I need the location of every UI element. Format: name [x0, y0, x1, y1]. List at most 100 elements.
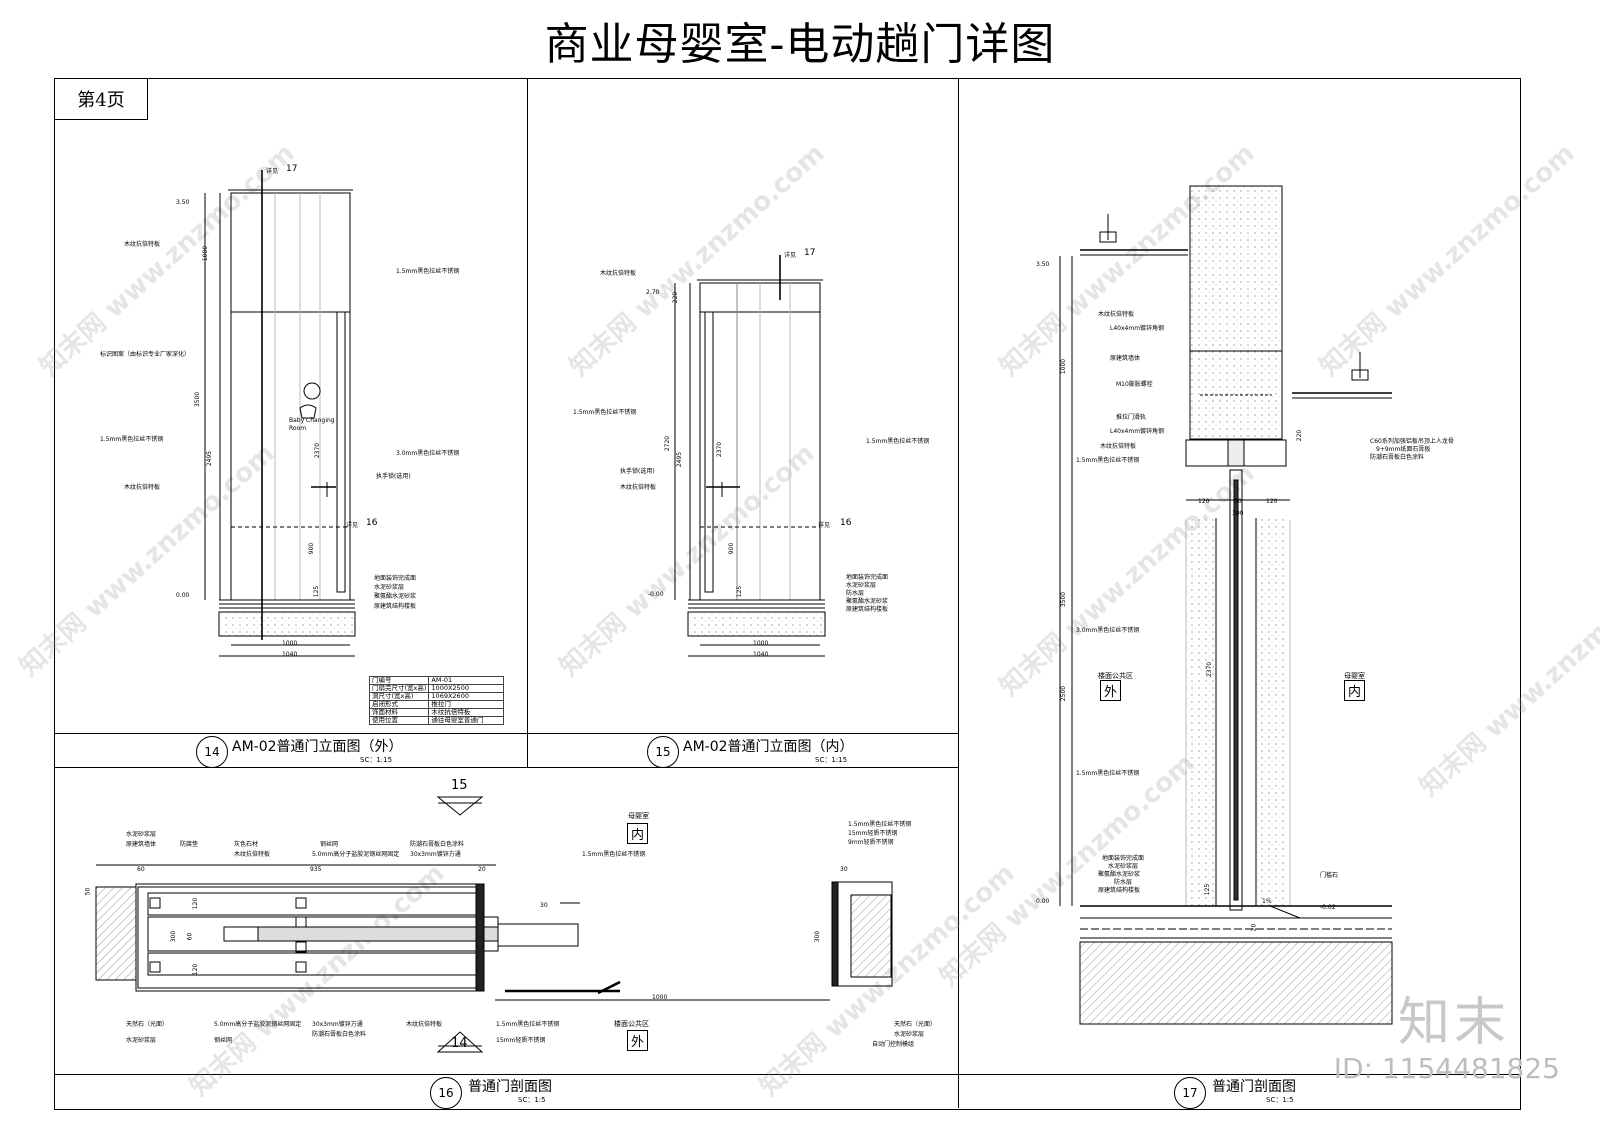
- dim: 220: [672, 291, 680, 304]
- section-zone-label: 母婴室: [1344, 672, 1365, 680]
- dim: 1040: [753, 651, 769, 658]
- section-label: 防潮石膏板白色涂料: [1370, 454, 1425, 461]
- section-zone-label: 楼面公共区: [1098, 672, 1133, 680]
- section-dim: 220: [1296, 429, 1304, 442]
- panel-number-17: 17: [1174, 1077, 1206, 1109]
- panel-scale-16: SC：1:5: [518, 1096, 546, 1104]
- panel-title-16: 普通门剖面图: [468, 1079, 552, 1095]
- section-label: 1.5mm黑色拉丝不锈钢: [1076, 457, 1140, 464]
- dim: 1000: [202, 245, 210, 262]
- elev-in-label: 防水层: [846, 590, 865, 597]
- section-dim: 0.00: [1036, 898, 1050, 905]
- section-dim: 3.50: [1036, 261, 1050, 268]
- plan-dim: 1000: [652, 994, 668, 1001]
- panel-number-15: 15: [647, 736, 679, 768]
- dim: 900: [308, 542, 316, 555]
- section-dim: 300: [1232, 510, 1244, 517]
- section-dim: 120: [1198, 498, 1210, 505]
- panel-number-16: 16: [430, 1077, 462, 1109]
- page-title: 商业母婴室-电动趟门详图: [544, 19, 1056, 70]
- section-label: 木纹抗倍特板: [1098, 311, 1135, 318]
- section-mark-bottom: 14: [451, 1036, 468, 1051]
- ref-label: 详见: [818, 522, 831, 529]
- spec-value: 通往母婴室普通门: [428, 716, 505, 725]
- elev-in-label: 原建筑结构楼板: [846, 606, 889, 613]
- plan-label: 15mm轻质不锈钢: [848, 830, 898, 837]
- section-label: 推拉门滑轨: [1116, 414, 1147, 421]
- plan-label: 30x3mm镀锌方通: [410, 851, 461, 858]
- dim: 2370: [716, 441, 724, 458]
- dim: -0.00: [648, 591, 664, 598]
- panel-number-14: 14: [196, 736, 228, 768]
- dim: 3500: [194, 391, 202, 408]
- plan-dim: 120: [192, 897, 200, 910]
- elev-in-label: 木纹抗倍特板: [600, 270, 637, 277]
- divider-4: [54, 767, 958, 768]
- section-dim: -0.02: [1320, 904, 1336, 911]
- section-label: M10膨胀螺栓: [1116, 381, 1153, 388]
- plan-dim: 300: [170, 930, 178, 943]
- plan-label: 1.5mm黑色拉丝不锈钢: [848, 821, 912, 828]
- panel-scale-17: SC：1:5: [1266, 1096, 1294, 1104]
- plan-label: 1.5mm黑色拉丝不锈钢: [496, 1021, 560, 1028]
- elev-out-label: 执手锁(选用): [376, 473, 411, 480]
- section-label: 防水层: [1114, 879, 1133, 886]
- zone-in-box: 内: [627, 823, 649, 844]
- section-label: 聚氨酯水泥砂浆: [1098, 871, 1141, 878]
- section-label: 地面装饰完成面: [1102, 855, 1145, 862]
- page-number-tag: 第4页: [54, 78, 148, 120]
- panel-title-15: AM-02普通门立面图（内）: [683, 739, 854, 755]
- table-row: 使用位置通往母婴室普通门: [368, 716, 505, 725]
- elev-in-label: 水泥砂浆层: [846, 582, 877, 589]
- ref-number: 16: [840, 518, 852, 528]
- plan-label: 15mm轻质不锈钢: [496, 1037, 546, 1044]
- section-label: L40x4mm镀锌角钢: [1110, 325, 1165, 332]
- section-label: 门槛石: [1320, 872, 1339, 879]
- plan-dim: 935: [310, 866, 322, 873]
- elev-in-label: 1.5mm黑色拉丝不锈钢: [866, 438, 930, 445]
- dim: 2370: [314, 442, 322, 459]
- plan-label: 钢丝网: [320, 841, 339, 848]
- plan-dim: 60: [137, 866, 145, 873]
- dim: 125: [736, 585, 744, 598]
- sheet-frame: [54, 78, 1521, 1110]
- elev-in-label: 执手锁(选用): [620, 468, 655, 475]
- plan-label: 钢丝网: [214, 1037, 233, 1044]
- ref-label: 详见: [266, 168, 279, 175]
- plan-label: 5.0mm高分子盐胶泥钢丝网固定: [214, 1021, 302, 1028]
- plan-dim: 120: [192, 963, 200, 976]
- ref-label: 详见: [346, 522, 359, 529]
- plan-label: 1.5mm黑色拉丝不锈钢: [582, 851, 646, 858]
- plan-dim: 30: [540, 902, 548, 909]
- elev-out-label: 水泥砂浆层: [374, 584, 405, 591]
- section-dim: 1000: [1060, 358, 1068, 375]
- brand-logo: 知末: [1397, 993, 1510, 1053]
- section-dim: 2370: [1206, 661, 1214, 678]
- plan-label: 原建筑墙体: [126, 841, 157, 848]
- section-mark-top: 15: [451, 778, 468, 793]
- elev-out-label: 地面装饰完成面: [374, 575, 417, 582]
- section-dim: 1%: [1262, 898, 1272, 905]
- dim: 2495: [676, 451, 684, 468]
- elev-out-label: 木纹抗倍特板: [124, 484, 161, 491]
- panel-scale-15: SC：1:15: [815, 756, 848, 764]
- section-dim: 120: [1266, 498, 1278, 505]
- dim: 900: [728, 542, 736, 555]
- plan-label: 5.0mm高分子盐胶泥钢丝网固定: [312, 851, 400, 858]
- plan-label: 自动门控制模组: [872, 1041, 915, 1048]
- zone-out-box: 外: [627, 1030, 649, 1051]
- plan-dim: 50: [84, 887, 92, 896]
- section-zone-in: 内: [1344, 680, 1366, 701]
- section-label: 原建筑结构楼板: [1098, 887, 1141, 894]
- elev-in-label: 木纹抗倍特板: [620, 484, 657, 491]
- dim: 2.70: [646, 289, 660, 296]
- ref-number: 17: [804, 248, 816, 258]
- section-dim: 3500: [1060, 591, 1068, 608]
- elev-out-label: 3.0mm黑色拉丝不锈钢: [396, 450, 460, 457]
- elev-in-label: 1.5mm黑色拉丝不锈钢: [573, 409, 637, 416]
- plan-label: 水泥砂浆层: [894, 1031, 925, 1038]
- section-label: 原建筑墙体: [1110, 355, 1141, 362]
- elev-out-label: 原建筑结构楼板: [374, 603, 417, 610]
- divider-6: [958, 1074, 1519, 1075]
- plan-label: 30x3mm镀锌方通: [312, 1021, 363, 1028]
